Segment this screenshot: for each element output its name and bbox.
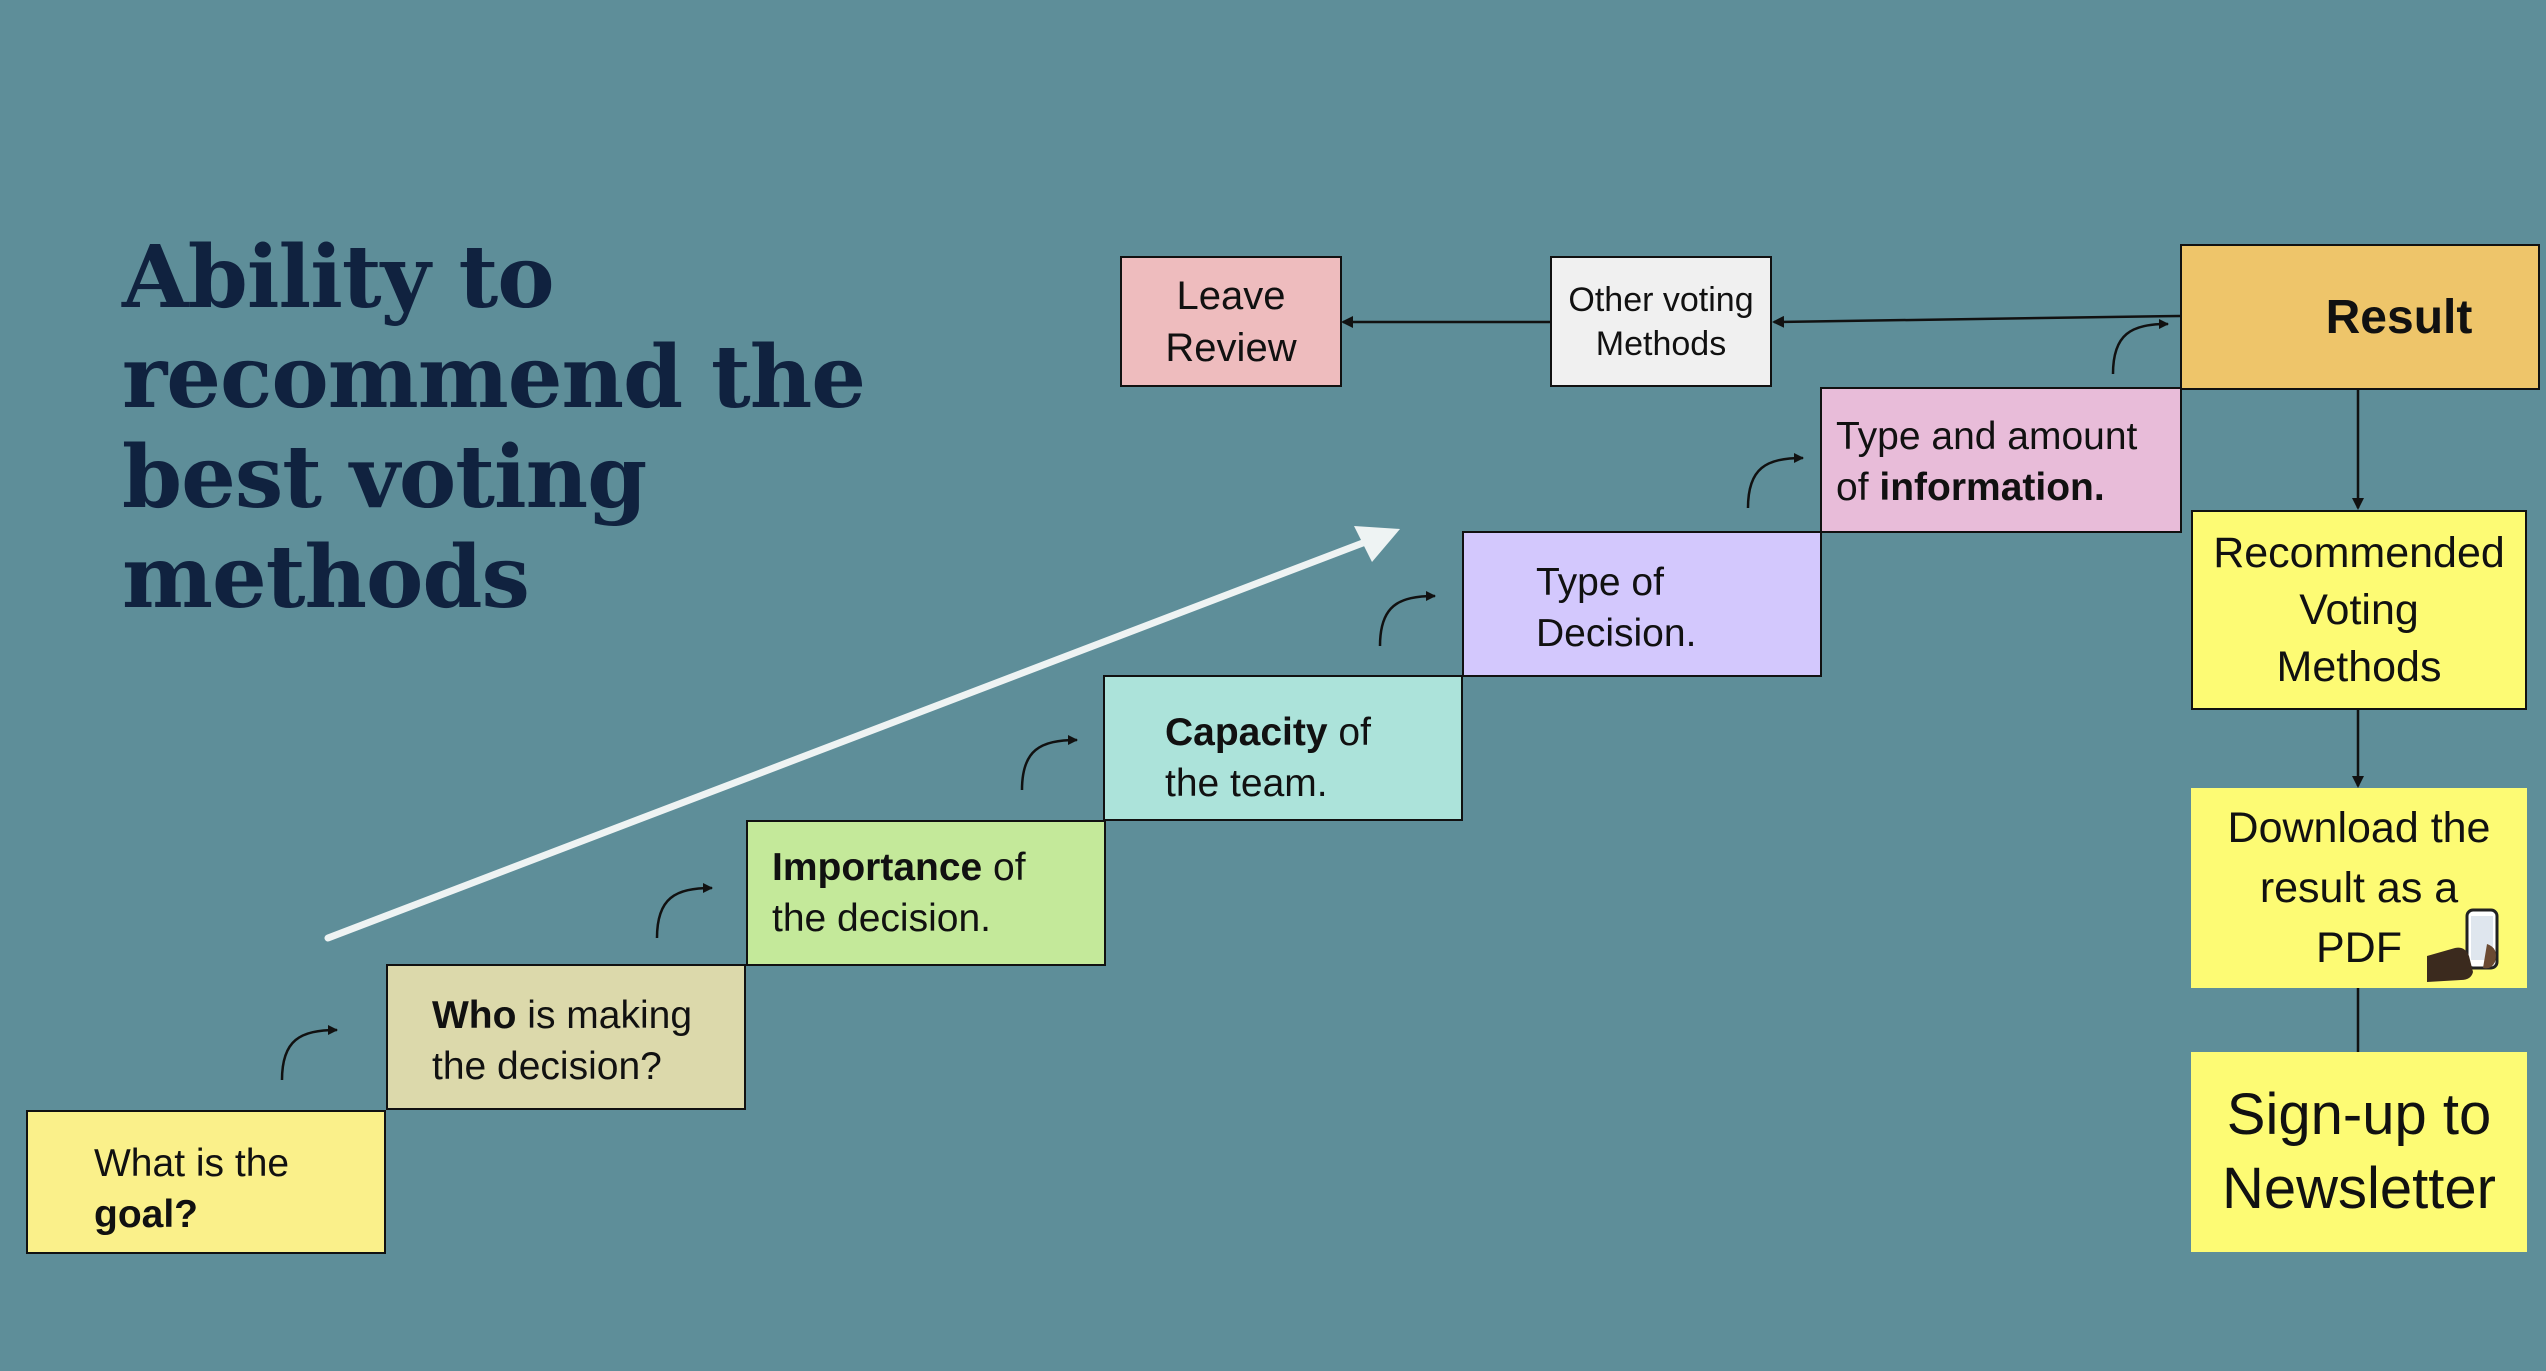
curved-arrow-icon [1746,453,1804,509]
progress-arrow-icon [324,526,1400,942]
phone-in-hand-icon [2427,908,2499,982]
curved-arrow-icon [2111,319,2169,375]
step-who-text: Who is making the decision? [432,990,692,1092]
step-goal-box: What is the goal? [26,1110,386,1254]
result-to-other-arrow [1772,314,2181,328]
leave-review-line2: Review [1165,325,1297,370]
other-voting-methods-box: Other voting Methods [1550,256,1772,387]
step-type-info-text: Type and amount of information. [1836,411,2137,513]
step-capacity-box: Capacity of the team. [1103,675,1463,821]
recommended-line1: Recommended [2213,528,2505,577]
step-capacity-text: Capacity of the team. [1165,707,1371,809]
signup-newsletter-box: Sign-up to Newsletter [2191,1052,2527,1252]
curved-arrow-icon [1378,591,1436,647]
signup-line1: Sign-up to [2226,1082,2492,1147]
step-capacity-rest: of [1327,711,1371,754]
download-line2: result as a [2259,864,2459,912]
step-capacity-line2: the team. [1165,762,1328,805]
step-who-rest: is making [516,994,693,1037]
curved-arrow-icon [655,883,713,939]
leave-review-box: Leave Review [1120,256,1342,387]
title-line-1: Ability to [122,227,555,328]
curved-arrow-icon [1020,735,1078,791]
other-methods-line2: Methods [1595,324,1727,363]
step-capacity-bold: Capacity [1165,711,1328,754]
result-box: Result [2180,244,2540,390]
step-importance-text: Importance of the decision. [772,842,1026,944]
step-goal-line1: What is the [94,1142,290,1185]
diagram-title: Ability to recommend the best voting met… [122,228,1022,628]
step-type-decision-text: Type of Decision. [1536,557,1696,659]
step-goal-bold: goal? [94,1193,198,1236]
step-type-decision-line2: Decision. [1536,612,1697,655]
step-who-bold: Who [432,994,517,1037]
download-line1: Download the [2227,804,2491,852]
step-type-info-line1: Type and amount [1836,415,2138,458]
other-methods-line1: Other voting [1568,280,1754,319]
step-type-info-box: Type and amount of information. [1820,387,2182,533]
download-line3: PDF [2316,924,2402,972]
step-who-line2: the decision? [432,1045,662,1088]
recommended-voting-methods-box: Recommended Voting Methods [2191,510,2527,710]
step-importance-line2: the decision. [772,897,991,940]
title-line-2: recommend the [122,327,866,428]
recommended-line2: Voting [2299,585,2419,634]
step-who-box: Who is making the decision? [386,964,746,1110]
recommended-line3: Methods [2276,642,2442,691]
curved-arrow-icon [280,1025,338,1081]
step-type-decision-box: Type of Decision. [1462,531,1822,677]
title-line-3: best voting methods [122,427,647,628]
step-type-info-bold: information. [1879,466,2105,509]
step-type-decision-line1: Type of [1536,561,1664,604]
leave-review-line1: Leave [1176,273,1286,318]
step-importance-rest: of [982,846,1026,889]
signup-line2: Newsletter [2222,1156,2496,1221]
step-goal-text: What is the goal? [94,1138,289,1240]
step-importance-box: Importance of the decision. [746,820,1106,966]
step-importance-bold: Importance [772,846,983,889]
result-label: Result [2325,290,2473,344]
step-type-info-plain: of [1836,466,1880,509]
download-pdf-box: Download the result as a PDF [2191,788,2527,988]
